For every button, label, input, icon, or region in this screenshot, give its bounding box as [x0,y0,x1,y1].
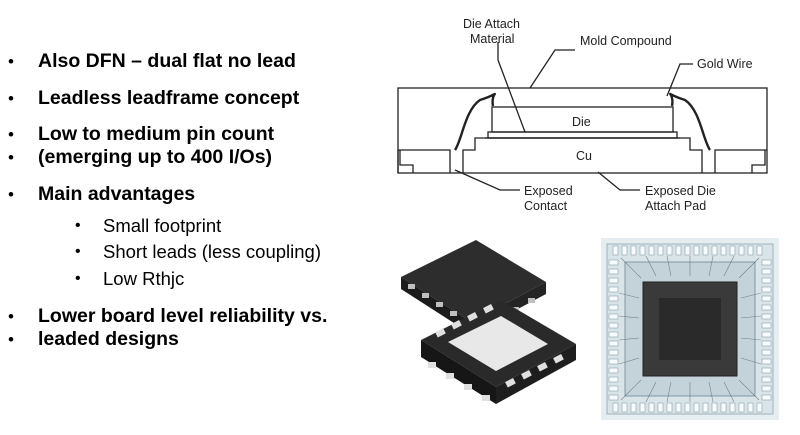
bullet-reliability: Lower board level reliability vs. [8,305,327,328]
die-attach-layer [487,131,678,139]
label-exposed-pad: Exposed Die [645,184,716,198]
bullet-pin-count-cont: (emerging up to 400 I/Os) [8,146,272,169]
bullet-pin-count: Low to medium pin count [8,123,274,146]
label-die-attach: Die Attach [463,17,520,31]
leader-gold-wire [666,63,693,97]
left-contact [398,149,451,173]
leader-exposed-contact [454,169,520,191]
label-die-attach-2: Material [470,32,514,46]
label-exposed-pad-2: Attach Pad [645,199,706,213]
label-mold-compound: Mold Compound [580,34,672,48]
bullet-main-advantages: Main advantages [8,183,195,206]
package-bottom-view [421,300,576,404]
label-gold-wire: Gold Wire [697,57,753,71]
bullet-dfn: Also DFN – dual flat no lead [8,50,296,73]
label-cu: Cu [576,149,592,163]
dfn-package-photo [401,240,576,404]
xray-wire-bonds [618,255,762,403]
sub-bullet-short-leads: Short leads (less coupling) [75,241,321,263]
bullet-leadless: Leadless leadframe concept [8,87,299,110]
leader-exposed-pad [597,171,640,191]
qfn-xray-photo [601,238,779,420]
label-exposed-contact: Exposed [524,184,573,198]
qfn-cross-section-diagram: Die Attach Material Mold Compound Gold W… [397,17,768,213]
mold-compound-body [397,87,768,174]
leader-die-attach [497,42,526,133]
xray-outer-pads [608,245,772,413]
label-die: Die [572,115,591,129]
leader-mold [529,49,575,89]
sub-bullet-footprint: Small footprint [75,215,221,237]
gold-wire-right [669,92,712,151]
sub-bullet-rthjc: Low Rthjc [75,268,184,290]
label-exposed-contact-2: Contact [524,199,568,213]
bullet-list: Also DFN – dual flat no lead Leadless le… [0,0,380,435]
gold-wire-left [453,92,496,151]
right-contact [714,149,767,173]
die [491,106,674,133]
bullet-reliability-cont: leaded designs [8,328,179,351]
